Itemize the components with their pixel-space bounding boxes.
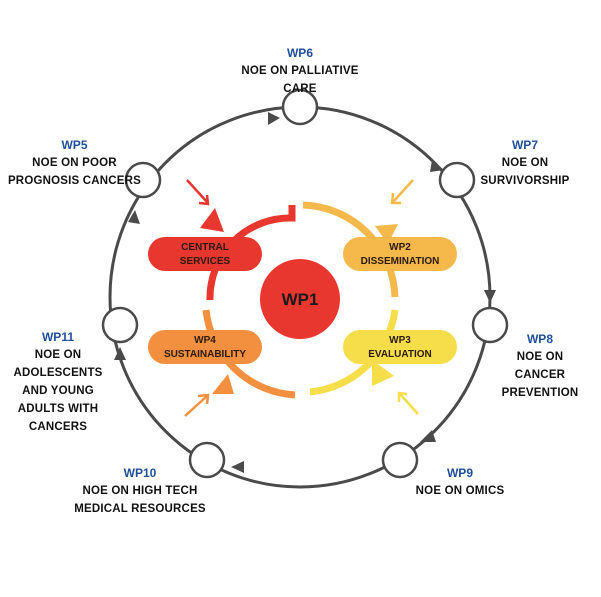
label-wp10-code: WP10 xyxy=(123,466,157,480)
pill-central-services-line1: CENTRAL xyxy=(181,242,229,253)
arrowhead-yellow xyxy=(372,360,394,386)
label-wp8: WP8 NOE ON CANCER PREVENTION xyxy=(490,330,590,402)
label-wp5-code: WP5 xyxy=(61,138,88,152)
pill-wp3-bg xyxy=(343,330,457,364)
label-wp9: WP9 NOE ON OMICS xyxy=(400,464,520,500)
label-wp6: WP6 NOE ON PALLIATIVE CARE xyxy=(220,44,380,98)
label-wp10-line2: MEDICAL RESOURCES xyxy=(74,503,206,515)
pointer-yellow-head xyxy=(397,391,408,402)
label-wp7: WP7 NOE ON SURVIVORSHIP xyxy=(465,136,585,190)
pointer-red-head xyxy=(198,194,210,206)
label-wp8-line2: CANCER xyxy=(514,369,566,381)
label-wp11: WP11 NOE ON ADOLESCENTS AND YOUNG ADULTS… xyxy=(8,328,108,436)
arrowhead-amber xyxy=(375,224,398,244)
outer-nodes xyxy=(101,88,509,479)
node-wp6 xyxy=(281,88,319,126)
pill-wp4-line2: SUSTAINABILITY xyxy=(164,349,246,360)
pill-wp4: WP4 SUSTAINABILITY xyxy=(148,330,262,364)
node-wp9 xyxy=(381,441,419,479)
arc-yellow xyxy=(309,309,399,396)
label-wp5-line1: NOE ON POOR xyxy=(32,157,117,169)
pointer-orange-head xyxy=(197,393,210,405)
ring-arrows xyxy=(114,112,496,473)
pill-wp4-line1: WP4 xyxy=(194,335,216,346)
label-wp6-line1: NOE ON PALLIATIVE xyxy=(241,65,359,77)
ring-arrow-6 xyxy=(114,347,126,360)
pill-central-services-bg xyxy=(148,237,262,271)
node-wp11 xyxy=(101,306,139,344)
ring-arrow-7 xyxy=(128,210,140,224)
node-wp10 xyxy=(188,441,226,479)
label-wp11-code: WP11 xyxy=(41,330,74,344)
label-wp7-line2: SURVIVORSHIP xyxy=(480,175,570,187)
label-wp6-code: WP6 xyxy=(286,46,313,60)
pill-wp3-line2: EVALUATION xyxy=(368,349,432,360)
label-wp5: WP5 NOE ON POOR PROGNOSIS CANCERS xyxy=(2,136,147,190)
label-wp5-line2: PROGNOSIS CANCERS xyxy=(7,175,142,187)
label-wp8-code: WP8 xyxy=(526,332,553,346)
label-wp7-line1: NOE ON xyxy=(501,157,549,169)
pill-wp4-bg xyxy=(148,330,262,364)
label-wp11-line1: NOE ON xyxy=(34,349,82,361)
arc-orange xyxy=(202,309,296,399)
pill-wp3: WP3 EVALUATION xyxy=(343,330,457,364)
label-wp6-line2: CARE xyxy=(283,83,317,95)
pill-wp3-line1: WP3 xyxy=(389,335,411,346)
arrowhead-red xyxy=(200,208,224,232)
arrowhead-orange xyxy=(212,374,234,394)
label-wp11-line3: AND YOUNG xyxy=(22,385,94,397)
label-wp7-code: WP7 xyxy=(511,138,538,152)
ring-arrow-5 xyxy=(231,461,244,473)
pill-wp2: WP2 DISSEMINATION xyxy=(343,237,457,271)
pill-wp2-bg xyxy=(343,237,457,271)
pill-central-services-line2: SERVICES xyxy=(180,256,231,267)
label-wp9-code: WP9 xyxy=(446,466,473,480)
pill-central-services: CENTRAL SERVICES xyxy=(148,237,262,271)
node-wp8 xyxy=(471,306,509,344)
pointer-arrows xyxy=(184,179,419,417)
node-wp7 xyxy=(438,161,476,199)
label-wp11-line4: ADULTS WITH xyxy=(17,403,99,415)
node-wp5 xyxy=(124,161,162,199)
label-wp8-line1: NOE ON xyxy=(516,351,564,363)
pointer-yellow xyxy=(399,393,419,415)
label-wp9-line1: NOE ON OMICS xyxy=(415,485,505,497)
ring-arrow-2 xyxy=(430,160,444,172)
label-wp11-line2: ADOLESCENTS xyxy=(13,367,103,379)
pointer-red xyxy=(186,179,208,203)
pill-wp2-line2: DISSEMINATION xyxy=(361,256,440,267)
label-wp8-line3: PREVENTION xyxy=(501,387,579,399)
arc-amber xyxy=(302,201,399,298)
center-circle xyxy=(260,259,340,339)
center-label: WP1 xyxy=(282,290,319,309)
label-wp11-line5: CANCERS xyxy=(28,421,88,433)
ring-arrow-4 xyxy=(420,430,436,442)
inner-cycle-arrowheads xyxy=(200,208,398,394)
ring-arrow-3 xyxy=(484,290,496,303)
ring-arrow-1 xyxy=(268,112,280,125)
label-wp10: WP10 NOE ON HIGH TECH MEDICAL RESOURCES xyxy=(60,464,220,518)
pointer-orange xyxy=(184,395,208,417)
pill-wp2-line1: WP2 xyxy=(389,242,411,253)
pointer-amber xyxy=(392,179,414,203)
pointer-amber-head xyxy=(390,192,401,205)
label-wp10-line1: NOE ON HIGH TECH xyxy=(82,485,198,497)
